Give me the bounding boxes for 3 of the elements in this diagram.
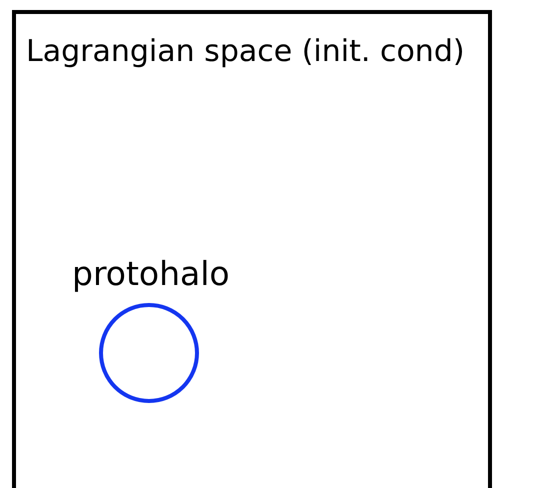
node-label: protohalo bbox=[72, 254, 230, 293]
region-title: Lagrangian space (init. cond) bbox=[26, 34, 465, 69]
region-box bbox=[12, 10, 492, 488]
